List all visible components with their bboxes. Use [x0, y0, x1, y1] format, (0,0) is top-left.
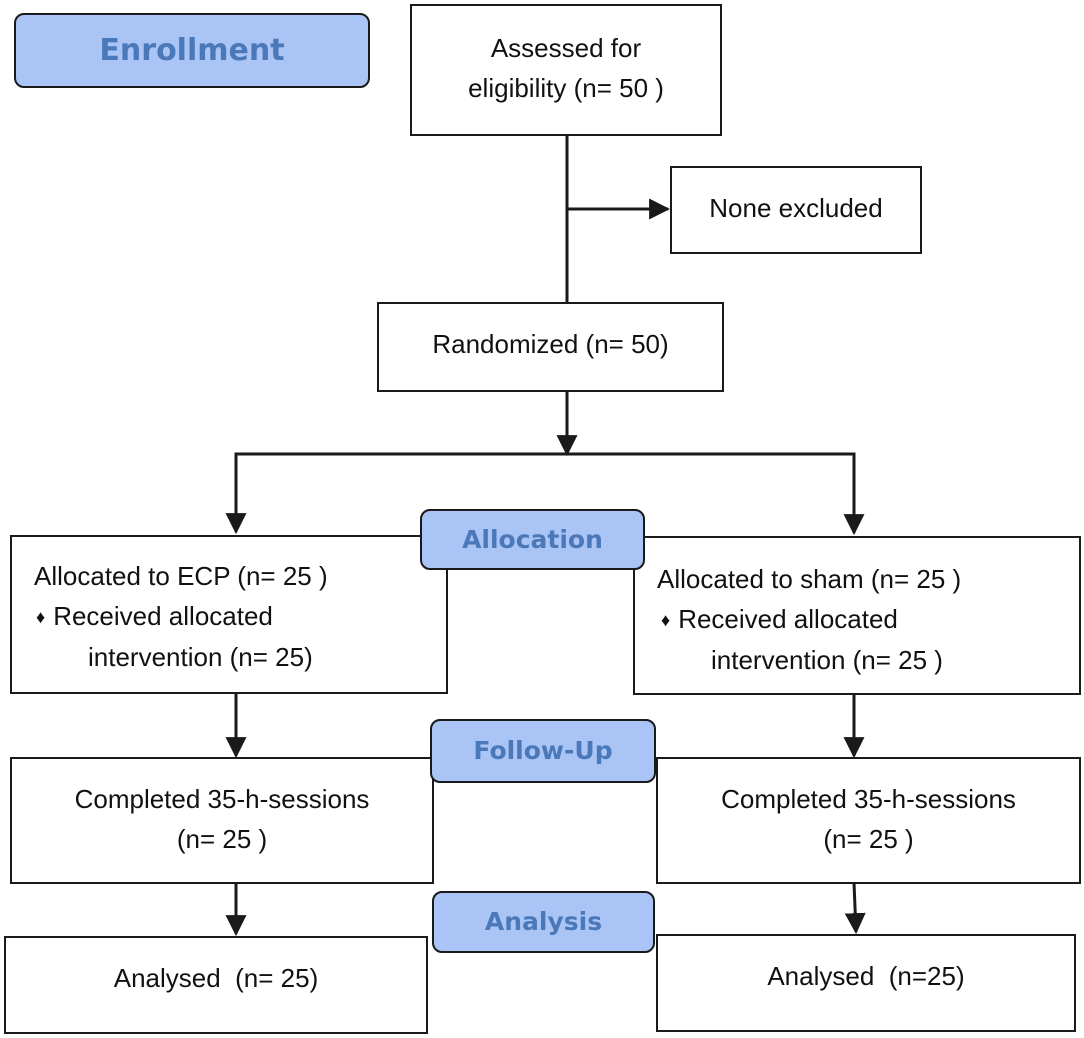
sham-received-text: Received allocated: [678, 604, 898, 634]
excluded-text: None excluded: [709, 193, 883, 223]
ecp-completed-line-1: Completed 35-h-sessions: [74, 784, 370, 814]
box-sham-completed: Completed 35-h-sessions (n= 25 ): [656, 757, 1081, 884]
ecp-allocated-title: Allocated to ECP (n= 25 ): [34, 561, 328, 591]
sham-completed-line-2: (n= 25 ): [823, 824, 914, 854]
box-excluded: None excluded: [670, 166, 922, 254]
randomized-text: Randomized (n= 50): [432, 329, 669, 359]
split-left-branch: [225, 452, 567, 535]
diamond-bullet-icon: ♦: [661, 610, 671, 630]
box-assessed-eligibility: Assessed for eligibility (n= 50 ): [410, 4, 722, 136]
stage-allocation-label: Allocation: [462, 525, 603, 554]
sham-allocated-title: Allocated to sham (n= 25 ): [657, 564, 962, 594]
sham-intervention-text: intervention (n= 25 ): [711, 645, 943, 675]
box-sham-allocated: Allocated to sham (n= 25 ) ♦ Received all…: [633, 536, 1081, 695]
box-sham-analysed: Analysed (n=25): [656, 934, 1076, 1032]
box-ecp-allocated: Allocated to ECP (n= 25 ) ♦ Received allo…: [10, 535, 448, 694]
sham-received-line: ♦ Received allocated: [635, 599, 1079, 640]
stage-enrollment: Enrollment: [14, 13, 370, 88]
assessed-line-2: eligibility (n= 50 ): [468, 73, 664, 103]
ecp-analysed-text: Analysed (n= 25): [113, 963, 319, 993]
ecp-completed-line-2: (n= 25 ): [176, 824, 268, 854]
box-ecp-completed: Completed 35-h-sessions (n= 25 ): [10, 757, 434, 884]
box-randomized: Randomized (n= 50): [377, 302, 724, 392]
stage-follow-up-label: Follow-Up: [473, 736, 613, 765]
sham-analysed-text: Analysed (n=25): [767, 961, 965, 991]
stage-analysis-label: Analysis: [484, 907, 603, 936]
sham-completed-line-1: Completed 35-h-sessions: [721, 784, 1016, 814]
stage-allocation: Allocation: [420, 509, 645, 570]
stage-analysis: Analysis: [432, 891, 655, 953]
assessed-line-1: Assessed for: [490, 33, 642, 63]
split-right-branch: [567, 452, 865, 536]
ecp-received-text: Received allocated: [53, 601, 273, 631]
diamond-bullet-icon: ♦: [36, 607, 46, 627]
stage-enrollment-label: Enrollment: [99, 33, 285, 68]
ecp-received-line: ♦ Received allocated: [12, 596, 446, 637]
arrow-sham-completed-analysed: [844, 882, 866, 935]
ecp-intervention-text: intervention (n= 25): [88, 642, 313, 672]
box-ecp-analysed: Analysed (n= 25): [4, 936, 428, 1034]
stage-follow-up: Follow-Up: [430, 719, 656, 783]
